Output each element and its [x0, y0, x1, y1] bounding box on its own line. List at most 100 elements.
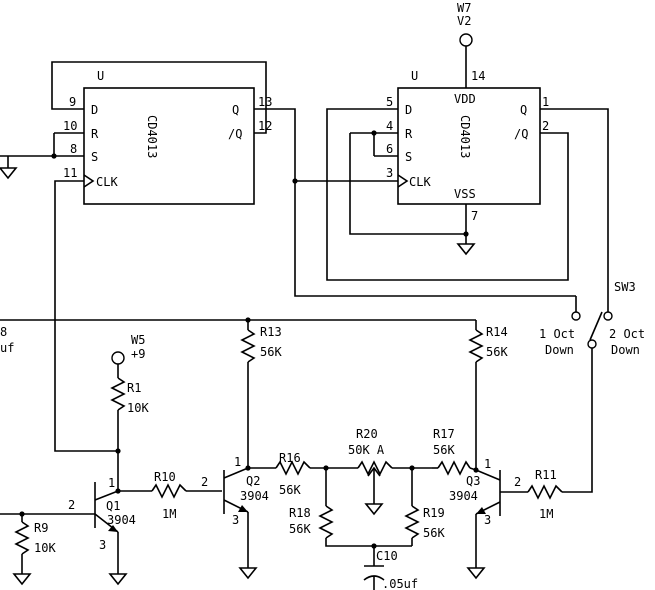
sw3-option2-line2: Down — [611, 343, 640, 357]
r14-zigzag — [468, 329, 484, 363]
r18-value: 56K — [289, 522, 311, 536]
r19-value: 56K — [423, 526, 445, 540]
q2-pin-e: 3 — [232, 513, 239, 527]
chip2-pin-d: 5 — [386, 95, 393, 109]
r17-zigzag — [437, 460, 471, 476]
chip1-pin-r: 10 — [63, 119, 77, 133]
r1-value: 10K — [127, 401, 149, 415]
q3-collector-junction — [473, 467, 479, 473]
chip2-clk-label: CLK — [409, 175, 431, 189]
chip2-q-wire — [540, 108, 609, 312]
chip2-pin-r: 4 — [386, 119, 393, 133]
r16-zigzag — [275, 460, 311, 476]
chip1-flipflop: U CD4013 D R S CLK Q /Q 9 10 8 11 13 12 — [0, 61, 576, 452]
r16-name: R16 — [279, 451, 301, 465]
chip2-pin-qbar: 2 — [542, 119, 549, 133]
r10-name: R10 — [154, 470, 176, 484]
sw3-common — [587, 339, 597, 349]
ground-symbol-r9 — [12, 573, 32, 586]
ground-symbol-q3 — [466, 567, 486, 580]
chip1-d-label: D — [91, 103, 98, 117]
chip1-qbar-label: /Q — [228, 127, 242, 141]
q1-collector — [94, 490, 119, 501]
resistor-r18: R18 56K — [289, 465, 412, 547]
chip1-r-label: R — [91, 127, 99, 141]
r18-zigzag — [318, 505, 334, 539]
chip2-pin-vss: 7 — [471, 209, 478, 223]
chip1-clk-label: CLK — [96, 175, 118, 189]
chip1-clk-triangle — [83, 174, 95, 188]
chip2-qbar-label: /Q — [514, 127, 528, 141]
r9-zigzag — [14, 521, 30, 555]
r19-name: R19 — [423, 506, 445, 520]
r11-value: 1M — [539, 507, 553, 521]
chip1-q-wire — [254, 108, 576, 297]
chip1-rs-junction — [51, 153, 57, 159]
resistor-r13: R13 56K — [240, 320, 282, 468]
r9-junction — [19, 511, 25, 517]
r17-value: 56K — [433, 443, 455, 457]
chip2-rs-junction — [371, 130, 377, 136]
q2-part: 3904 — [240, 489, 269, 503]
supply-w5-label: +9 — [131, 347, 145, 361]
q1-pin-b: 2 — [68, 498, 75, 512]
supply-w5-tag: W5 — [131, 333, 145, 347]
chip2-pin-clk: 3 — [386, 166, 393, 180]
chip1-part-label: CD4013 — [145, 115, 159, 158]
c10-name: C10 — [376, 549, 398, 563]
r16-value: 56K — [279, 483, 301, 497]
chip1-pin-clk: 11 — [63, 166, 77, 180]
chip2-vss-junction — [463, 231, 469, 237]
transistor-q2: Q2 3904 1 2 3 — [201, 455, 269, 580]
q1-pin-c: 1 — [108, 476, 115, 490]
r13-value: 56K — [260, 345, 282, 359]
supply-v2-label: V2 — [457, 14, 471, 28]
sw3-name: SW3 — [614, 280, 636, 294]
r20-value: 50K A — [348, 443, 385, 457]
chip2-vss-label: VSS — [454, 187, 476, 201]
chip2-flipflop: U CD4013 VDD VSS D R S CLK Q /Q 5 4 6 3 … — [292, 1, 609, 312]
supply-terminal-v2 — [459, 33, 473, 47]
chip1-pin-s: 8 — [70, 142, 77, 156]
r10-zigzag — [151, 483, 187, 499]
r18-lead-bottom — [325, 538, 412, 547]
chip1-q-label: Q — [232, 103, 239, 117]
resistor-r10: R10 1M — [118, 470, 222, 521]
r1-zigzag — [110, 377, 126, 411]
left-cut-label-2: uf — [0, 341, 14, 355]
r20-wiper-arrow — [367, 466, 381, 477]
chip2-pin-vdd: 14 — [471, 69, 485, 83]
ground-symbol-left — [0, 167, 18, 180]
transistor-q3: Q3 3904 1 2 3 — [449, 457, 521, 580]
r9-name: R9 — [34, 521, 48, 535]
resistor-r16: R16 56K — [248, 451, 358, 497]
resistor-r1: W5 +9 R1 10K — [110, 333, 149, 491]
r11-zigzag — [527, 484, 563, 500]
resistor-r17: R17 56K — [432, 427, 477, 476]
chip2-pin-s: 6 — [386, 142, 393, 156]
r20-name: R20 — [356, 427, 378, 441]
q1-part: 3904 — [107, 513, 136, 527]
q2-collector — [223, 467, 249, 479]
switch-sw3: SW3 1 Oct Down 2 Oct Down — [539, 280, 645, 493]
r13-name: R13 — [260, 325, 282, 339]
r10-value: 1M — [162, 507, 176, 521]
chip2-pin-q: 1 — [542, 95, 549, 109]
q3-pin-e: 3 — [484, 513, 491, 527]
supply-terminal-w5 — [111, 351, 125, 365]
chip2-r-label: R — [405, 127, 413, 141]
capacitor-c10: C10 .05uf — [363, 543, 418, 590]
resistor-r19: R19 56K — [404, 465, 445, 546]
chip1-clk-wire — [54, 180, 118, 452]
r11-name: R11 — [535, 468, 557, 482]
r14-name: R14 — [486, 325, 508, 339]
sw3-out-wire — [562, 348, 593, 493]
q2-emitter-arrow — [238, 505, 248, 512]
transistor-q1: Q1 3904 1 2 3 — [0, 476, 136, 586]
sw3-lever — [589, 311, 603, 341]
c10-value: .05uf — [382, 577, 418, 590]
q3-name: Q3 — [466, 474, 480, 488]
r1-clk-junction — [115, 448, 121, 454]
sw3-contact-1 — [571, 311, 581, 321]
